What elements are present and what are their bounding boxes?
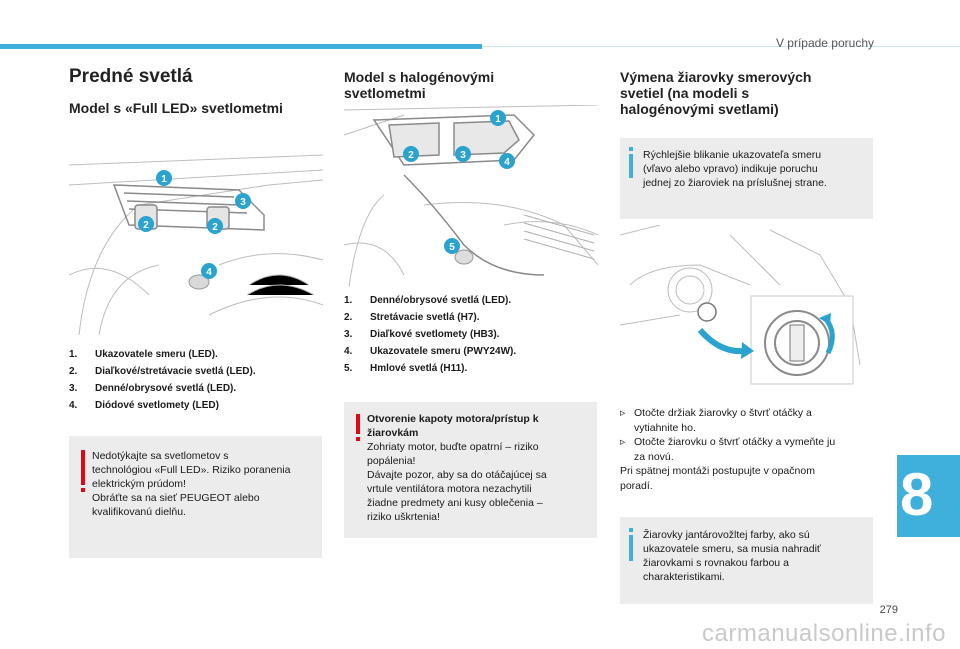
- instruction-steps: ▹ Otočte držiak žiarovky o štvrť otáčky …: [620, 406, 882, 493]
- warning-box-hood: Otvorenie kapoty motora/prístup k žiarov…: [344, 402, 597, 538]
- list-item: 5.Hmlové svetlá (H11).: [344, 363, 468, 374]
- illustration-full-led-headlamp: 1 2 3 2 4: [69, 154, 323, 335]
- list-item: 2.Diaľkové/stretávacie svetlá (LED).: [69, 366, 256, 377]
- illustration-bulb-holder: [620, 225, 861, 385]
- step-item: ▹ Otočte žiarovku o štvrť otáčky a vymeň…: [620, 436, 836, 463]
- callout-4: 4: [206, 267, 212, 278]
- legend-list-halogen: 1.Denné/obrysové svetlá (LED). 2.Stretáv…: [344, 292, 516, 377]
- info-box-amber: Žiarovky jantárovožltej farby, ako sú uk…: [620, 517, 873, 604]
- list-item: 4.Ukazovatele smeru (PWY24W).: [344, 346, 517, 357]
- callout-5: 5: [449, 242, 455, 253]
- legend-list-full-led: 1.Ukazovatele smeru (LED). 2.Diaľkové/st…: [69, 346, 256, 414]
- subtitle-full-led: Model s «Full LED» svetlometmi: [69, 100, 283, 116]
- arrow-bullet-icon: ▹: [620, 436, 626, 448]
- callout-2: 2: [143, 220, 149, 231]
- callout-2: 2: [408, 150, 414, 161]
- header-divider: [482, 46, 960, 47]
- list-item: 1.Denné/obrysové svetlá (LED).: [344, 295, 512, 306]
- list-item: 3.Denné/obrysové svetlá (LED).: [69, 383, 237, 394]
- info-icon: [629, 528, 633, 561]
- warning-icon: [356, 414, 360, 441]
- list-item: 4.Diódové svetlomety (LED): [69, 400, 219, 411]
- info-icon: [629, 147, 633, 178]
- chapter-number: 8: [900, 461, 934, 528]
- illustration-halogen-headlamp: 1 2 3 4 5: [344, 105, 598, 287]
- arrow-bullet-icon: ▹: [620, 407, 626, 419]
- subtitle-halogen: Model s halogénovými svetlometmi: [344, 69, 495, 101]
- watermark: carmanualsonline.info: [702, 620, 946, 647]
- page-title: Predné svetlá: [69, 66, 193, 87]
- subtitle-turn-signal: Výmena žiarovky smerových svetiel (na mo…: [620, 69, 812, 117]
- list-item: 3.Diaľkové svetlomety (HB3).: [344, 329, 500, 340]
- info-box-blinking: Rýchlejšie blikanie ukazovateľa smeru (v…: [620, 138, 873, 219]
- list-item: 2.Stretávacie svetlá (H7).: [344, 312, 480, 323]
- step-item: ▹ Otočte držiak žiarovky o štvrť otáčky …: [620, 407, 812, 434]
- reassembly-paragraph: Pri spätnej montáži postupujte v opačnom…: [620, 465, 815, 492]
- warning-icon: [81, 450, 85, 492]
- callout-3: 3: [460, 150, 466, 161]
- list-item: 1.Ukazovatele smeru (LED).: [69, 349, 218, 360]
- header-accent-bar: [0, 44, 482, 49]
- chapter-tab: [897, 455, 960, 537]
- section-title: V prípade poruchy: [775, 36, 874, 50]
- callout-1: 1: [495, 114, 501, 125]
- page-number: 279: [879, 604, 898, 616]
- warning-box-led: Nedotýkajte sa svetlometov s technológio…: [69, 436, 322, 558]
- callout-2b: 2: [212, 222, 218, 233]
- callout-1: 1: [161, 174, 167, 185]
- callout-3: 3: [240, 197, 246, 208]
- callout-4: 4: [504, 157, 510, 168]
